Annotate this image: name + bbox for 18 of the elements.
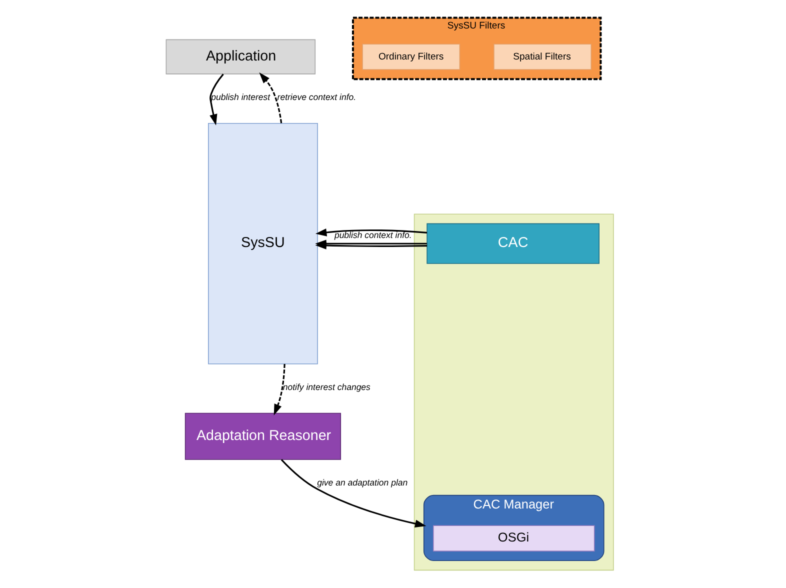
node-box: Spatial Filters [494, 44, 592, 70]
node-box: Ordinary Filters [362, 44, 460, 70]
arrow [315, 228, 427, 236]
edge-label: publish context info. [334, 230, 412, 240]
arrow [315, 242, 428, 250]
node-box: CAC [426, 223, 600, 264]
node-box: Adaptation Reasoner [184, 412, 342, 460]
node-box: Application [166, 39, 316, 74]
arrow [280, 459, 426, 528]
arrow [259, 72, 282, 124]
node-box: SysSU [208, 122, 318, 364]
edge-label: notify interest changes [282, 382, 370, 392]
edge-label: publish interest [211, 92, 270, 102]
edge-label: give an adaptation plan [317, 478, 408, 488]
node-box: OSGi [433, 525, 595, 552]
arrow [210, 74, 224, 126]
edge-label: retrieve context info. [277, 92, 356, 102]
arrow [274, 364, 286, 416]
